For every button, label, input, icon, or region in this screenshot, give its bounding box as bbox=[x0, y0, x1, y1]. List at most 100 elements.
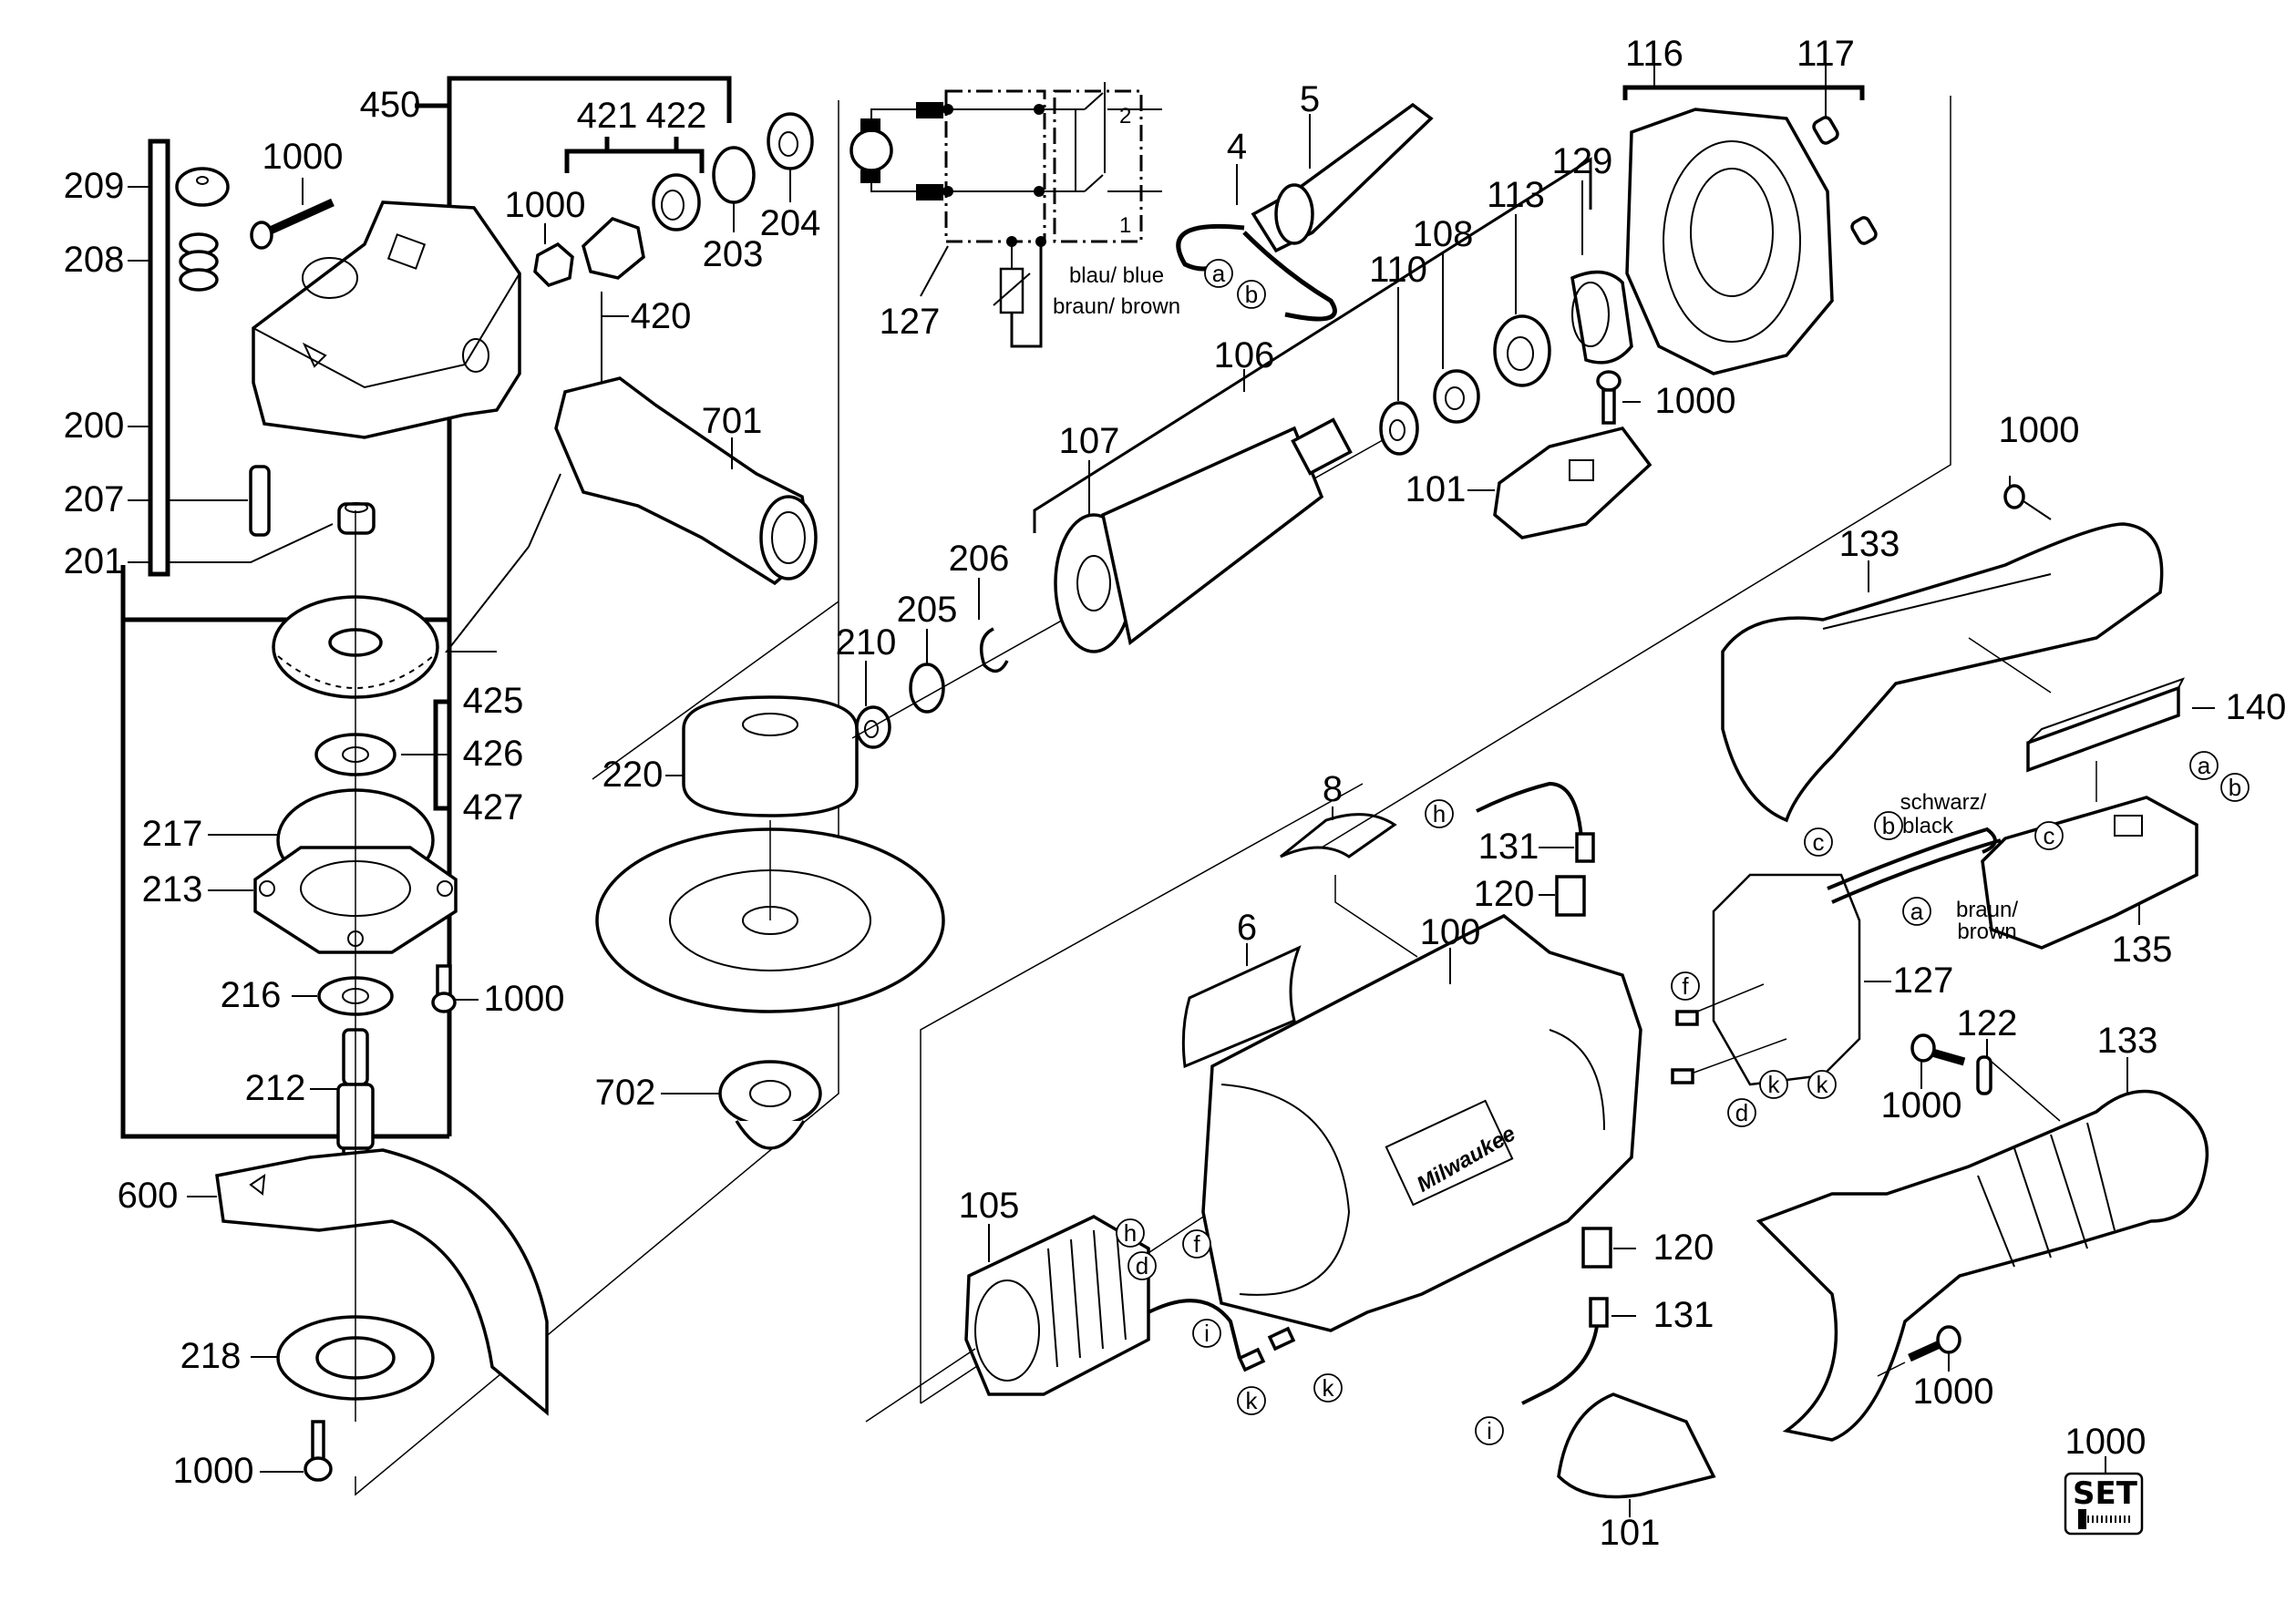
connector-callout-k: k bbox=[1313, 1373, 1343, 1403]
connector-callout-b: b bbox=[1874, 811, 1903, 840]
svg-text:a: a bbox=[2198, 752, 2211, 779]
part-218-clamp bbox=[251, 1315, 435, 1401]
part-grinding-wheel bbox=[595, 820, 945, 1013]
part-120-holder-upper bbox=[1539, 875, 1586, 917]
svg-text:b: b bbox=[1245, 281, 1258, 308]
wire-color-label: schwarz/ bbox=[1900, 790, 1987, 815]
svg-text:i: i bbox=[1204, 1320, 1210, 1347]
part-label-117: 117 bbox=[1797, 34, 1855, 74]
connector-callout-k: k bbox=[1759, 1070, 1788, 1099]
part-701-side-handle bbox=[444, 376, 818, 653]
part-label-101: 101 bbox=[1600, 1513, 1661, 1553]
part-label-218: 218 bbox=[180, 1336, 242, 1376]
part-label-1000: 1000 bbox=[484, 979, 565, 1019]
part-label-106: 106 bbox=[1214, 335, 1275, 375]
part-117-pins bbox=[1812, 87, 1878, 245]
connector-callout-a: a bbox=[1204, 259, 1233, 288]
part-1000-nut bbox=[533, 223, 574, 288]
part-label-203: 203 bbox=[703, 234, 764, 274]
part-label-1000: 1000 bbox=[505, 185, 586, 225]
part-220-disc bbox=[665, 695, 859, 817]
part-133-handle-top bbox=[1721, 476, 2164, 823]
connector-callout-a: a bbox=[2189, 751, 2219, 780]
svg-text:f: f bbox=[1682, 972, 1689, 1000]
connector-callout-d: d bbox=[1127, 1251, 1157, 1280]
part-label-107: 107 bbox=[1059, 421, 1120, 461]
connector-callout-i: i bbox=[1192, 1319, 1221, 1348]
part-206-circlip bbox=[978, 578, 1009, 673]
part-116-housing bbox=[1625, 108, 1834, 375]
part-label-209: 209 bbox=[64, 166, 125, 206]
part-label-213: 213 bbox=[142, 869, 203, 909]
svg-text:k: k bbox=[1323, 1374, 1335, 1402]
part-label-127: 127 bbox=[1893, 961, 1954, 1001]
part-label-113: 113 bbox=[1487, 175, 1545, 215]
switch-terminal-1: 1 bbox=[1119, 213, 1131, 238]
bracket-106 bbox=[1033, 157, 1592, 533]
wire-color-label: braun/ bbox=[1956, 898, 2018, 922]
part-204-bearing bbox=[767, 112, 814, 202]
part-label-127: 127 bbox=[880, 302, 941, 342]
part-label-100: 100 bbox=[1420, 912, 1481, 952]
part-1000-screw-bottom bbox=[260, 1420, 333, 1482]
part-113-bearing-holder bbox=[1493, 214, 1551, 387]
part-200-gear-housing bbox=[252, 200, 521, 439]
connector-callout-c: c bbox=[2034, 821, 2064, 850]
part-1000-screw-122 bbox=[1910, 1033, 1966, 1089]
bracket-421-422 bbox=[564, 137, 705, 173]
part-label-4: 4 bbox=[1227, 127, 1247, 167]
wire-color-label: braun/ brown bbox=[1053, 294, 1180, 319]
connector-callout-k: k bbox=[1807, 1070, 1837, 1099]
svg-text:b: b bbox=[1882, 812, 1895, 839]
part-216-washer bbox=[292, 976, 394, 1016]
part-label-207: 207 bbox=[64, 479, 125, 519]
part-label-210: 210 bbox=[836, 622, 897, 663]
part-107-armature bbox=[1054, 417, 1353, 653]
part-1000-screw-cover bbox=[1596, 370, 1641, 425]
bracket-200 bbox=[128, 139, 170, 577]
wire-color-label: blau/ blue bbox=[1069, 263, 1164, 288]
connector-callout-h: h bbox=[1116, 1218, 1145, 1248]
part-label-1000: 1000 bbox=[1913, 1372, 1994, 1412]
part-208-rings bbox=[179, 232, 219, 292]
part-label-450: 450 bbox=[360, 85, 421, 125]
connector-callout-k: k bbox=[1237, 1386, 1266, 1415]
set-badge: SET bbox=[2064, 1456, 2144, 1536]
svg-text:k: k bbox=[1817, 1071, 1829, 1098]
part-122-clip bbox=[1976, 1039, 1992, 1095]
part-label-1000: 1000 bbox=[263, 137, 344, 177]
part-108-bearing bbox=[1433, 252, 1480, 424]
svg-text:f: f bbox=[1193, 1230, 1200, 1258]
part-101-brush-cover bbox=[1467, 426, 1653, 539]
part-label-205: 205 bbox=[897, 590, 958, 630]
part-131-brush-upper bbox=[1476, 781, 1595, 863]
svg-text:k: k bbox=[1768, 1071, 1781, 1098]
part-label-217: 217 bbox=[142, 814, 203, 854]
part-label-420: 420 bbox=[631, 296, 692, 336]
part-label-131: 131 bbox=[1653, 1295, 1714, 1335]
part-label-216: 216 bbox=[221, 975, 282, 1015]
bracket-425-427 bbox=[401, 699, 451, 811]
part-101-cover-lower bbox=[1557, 1392, 1716, 1517]
part-label-1000: 1000 bbox=[2065, 1422, 2147, 1462]
part-129-ring bbox=[1570, 180, 1633, 365]
part-140-pad bbox=[1968, 637, 2215, 773]
switch-terminal-2: 2 bbox=[1119, 104, 1131, 128]
part-110-bearing bbox=[1379, 287, 1419, 456]
svg-text:c: c bbox=[2044, 822, 2055, 849]
wire-color-label: black bbox=[1902, 814, 1954, 838]
part-6-label bbox=[1181, 943, 1302, 1069]
set-badge-label: SET bbox=[2073, 1475, 2138, 1512]
connector-callout-b: b bbox=[1237, 280, 1266, 309]
part-label-427: 427 bbox=[463, 787, 524, 827]
circuit-schematic: 2 1 bbox=[849, 82, 1162, 348]
part-201-bushing bbox=[169, 502, 376, 563]
svg-text:d: d bbox=[1735, 1099, 1748, 1126]
part-label-201: 201 bbox=[64, 541, 125, 581]
svg-text:k: k bbox=[1246, 1387, 1259, 1414]
part-label-131: 131 bbox=[1478, 827, 1539, 867]
part-label-701: 701 bbox=[702, 401, 763, 441]
part-label-421: 421 bbox=[577, 96, 638, 136]
part-133-handle-bottom bbox=[1755, 1057, 2209, 1442]
